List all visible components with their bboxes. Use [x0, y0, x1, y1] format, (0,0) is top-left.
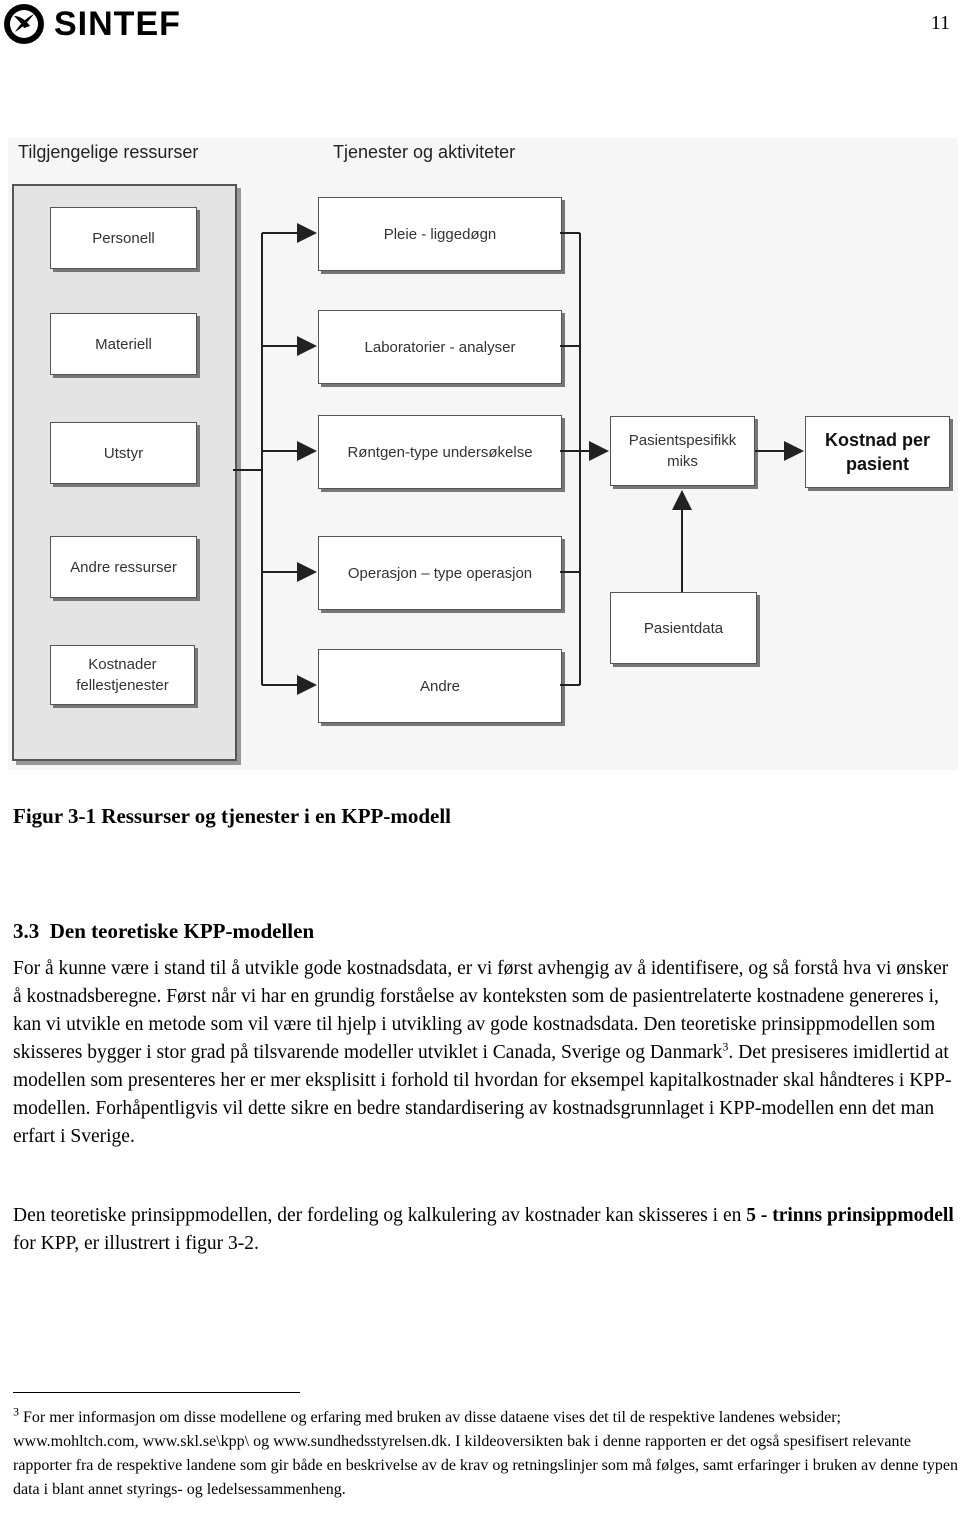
cost-box: Kostnad per pasient: [805, 416, 950, 488]
paragraph-2-part1: Den teoretiske prinsippmodellen, der for…: [13, 1205, 747, 1226]
paragraph-1-part2: . Det presiseres imidlertid at modellen …: [13, 1042, 952, 1147]
services-heading: Tjenester og aktiviteter: [333, 142, 516, 162]
resource-personell: Personell: [50, 207, 197, 269]
service-rontgen: Røntgen-type undersøkelse: [318, 415, 562, 489]
patient-data-box: Pasientdata: [610, 592, 757, 664]
paragraph-1-part1: For å kunne være i stand til å utvikle g…: [13, 958, 949, 1063]
paragraph-2-bold: 5 - trinns prinsippmodell: [746, 1205, 954, 1226]
page-number: 11: [930, 12, 950, 34]
diagram-connectors: [233, 223, 804, 695]
footnote-marker: 3: [13, 1404, 19, 1419]
resource-utstyr: Utstyr: [50, 422, 197, 484]
section-number: 3.3: [13, 919, 40, 943]
footnote: 3 For mer informasjon om disse modellene…: [13, 1406, 958, 1502]
footnote-text: For mer informasjon om disse modellene o…: [13, 1409, 958, 1498]
section-heading: 3.3 Den teoretiske KPP-modellen: [13, 919, 314, 944]
paragraph-2-part2: for KPP, er illustrert i figur 3-2.: [13, 1233, 259, 1254]
service-operasjon: Operasjon – type operasjon: [318, 536, 562, 610]
mix-box: Pasientspesifikk miks: [610, 416, 755, 486]
resources-heading: Tilgjengelige ressurser: [18, 142, 199, 162]
footnote-separator: [13, 1392, 300, 1393]
resource-andre: Andre ressurser: [50, 536, 197, 598]
sintef-logo: SINTEF: [2, 2, 181, 46]
figure-caption: Figur 3-1 Ressurser og tjenester i en KP…: [13, 804, 452, 828]
footnote-reference: 3: [722, 1039, 729, 1054]
resource-kostnader: Kostnader fellestjenester: [50, 645, 195, 705]
resource-materiell: Materiell: [50, 313, 197, 375]
logo-text: SINTEF: [54, 4, 181, 43]
service-laboratorier: Laboratorier - analyser: [318, 310, 562, 384]
section-title: Den teoretiske KPP-modellen: [49, 919, 315, 943]
service-andre: Andre: [318, 649, 562, 723]
paragraph-2: Den teoretiske prinsippmodellen, der for…: [13, 1202, 958, 1258]
service-pleie: Pleie - liggedøgn: [318, 197, 562, 271]
paragraph-1: For å kunne være i stand til å utvikle g…: [13, 955, 958, 1151]
sintef-logo-icon: [4, 4, 44, 44]
